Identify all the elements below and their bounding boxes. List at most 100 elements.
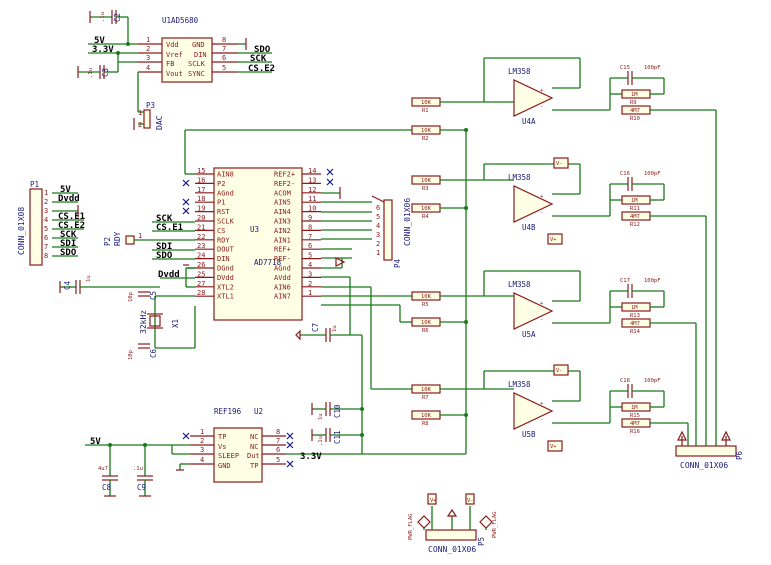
svg-text:10K: 10K <box>421 387 432 393</box>
svg-text:V+: V+ <box>550 237 557 243</box>
svg-text:X1: X1 <box>171 319 180 328</box>
svg-text:100pF: 100pF <box>644 171 661 177</box>
svg-text:FB: FB <box>166 60 174 68</box>
svg-text:SDI: SDI <box>156 242 172 252</box>
svg-text:7: 7 <box>276 437 280 445</box>
svg-text:U4A: U4A <box>522 117 536 126</box>
svg-text:CS.E2: CS.E2 <box>58 221 85 231</box>
svg-text:+: + <box>540 88 544 94</box>
svg-text:2: 2 <box>138 121 142 129</box>
svg-text:SDO: SDO <box>254 45 271 55</box>
svg-text:5: 5 <box>308 252 312 260</box>
svg-text:6: 6 <box>376 204 380 212</box>
svg-text:6: 6 <box>222 54 226 62</box>
svg-text:3: 3 <box>146 54 150 62</box>
svg-text:V+: V+ <box>430 498 437 504</box>
svg-text:R15: R15 <box>630 413 640 419</box>
svg-text:2: 2 <box>376 240 380 248</box>
svg-text:CS.E1: CS.E1 <box>58 212 85 222</box>
svg-text:24: 24 <box>197 252 205 260</box>
svg-text:C8: C8 <box>102 483 112 492</box>
opamp-3 <box>513 292 554 330</box>
svg-text:6: 6 <box>276 446 280 454</box>
svg-text:U5B: U5B <box>522 430 536 439</box>
svg-text:C16: C16 <box>620 171 630 177</box>
svg-text:3: 3 <box>376 231 380 239</box>
svg-text:7: 7 <box>308 233 312 241</box>
opamp-2 <box>513 185 554 223</box>
svg-text:GND: GND <box>192 41 205 49</box>
svg-text:LM358: LM358 <box>508 67 531 76</box>
svg-text:9: 9 <box>308 214 312 222</box>
svg-text:18: 18 <box>197 195 205 203</box>
svg-text:CONN_01X08: CONN_01X08 <box>17 207 26 255</box>
svg-text:V-: V- <box>467 498 474 504</box>
svg-text:XTL1: XTL1 <box>217 293 234 301</box>
svg-text:R13: R13 <box>630 313 640 319</box>
svg-text:DAC: DAC <box>155 115 164 130</box>
svg-text:1M: 1M <box>631 92 638 98</box>
svg-text:20: 20 <box>197 214 205 222</box>
svg-text:4M7: 4M7 <box>630 214 640 220</box>
svg-text:REF2-: REF2- <box>274 180 295 188</box>
svg-text:17: 17 <box>197 186 205 194</box>
p4-connector: P4 CONN_01X06 6 5 4 3 2 1 <box>371 195 412 268</box>
svg-text:8: 8 <box>276 428 280 436</box>
svg-text:NC: NC <box>250 433 258 441</box>
svg-text:AIN8: AIN8 <box>217 171 234 179</box>
svg-text:100pF: 100pF <box>644 378 661 384</box>
svg-text:25: 25 <box>197 270 205 278</box>
svg-text:+: + <box>540 301 544 307</box>
svg-text:-: - <box>540 210 543 216</box>
svg-text:.1u: .1u <box>133 466 143 472</box>
svg-text:4: 4 <box>146 64 150 72</box>
svg-text:6: 6 <box>44 234 48 242</box>
svg-text:15: 15 <box>197 167 205 175</box>
svg-text:P1: P1 <box>217 199 225 207</box>
svg-text:ACOM: ACOM <box>274 189 291 197</box>
svg-text:1u: 1u <box>318 413 324 420</box>
u1-ref: U1AD5680 <box>162 16 199 25</box>
svg-text:CS.E1: CS.E1 <box>156 223 183 233</box>
svg-text:R2: R2 <box>422 136 429 142</box>
svg-text:C15: C15 <box>620 65 630 71</box>
svg-text:Dvdd: Dvdd <box>158 270 180 280</box>
svg-text:32kHz: 32kHz <box>139 310 148 334</box>
svg-text:DIN: DIN <box>217 255 230 263</box>
svg-text:C5: C5 <box>149 291 158 300</box>
svg-text:REF+: REF+ <box>274 246 291 254</box>
svg-text:10p: 10p <box>128 350 134 360</box>
svg-text:RDY: RDY <box>113 231 122 246</box>
svg-text:10K: 10K <box>421 128 432 134</box>
svg-text:RDY: RDY <box>217 236 230 244</box>
svg-text:R12: R12 <box>630 222 640 228</box>
svg-text:.1u: .1u <box>100 12 106 22</box>
svg-text:AIN1: AIN1 <box>274 236 291 244</box>
svg-text:28: 28 <box>197 289 205 297</box>
svg-text:Vdd: Vdd <box>166 41 179 49</box>
svg-text:AIN3: AIN3 <box>274 218 291 226</box>
svg-text:P6: P6 <box>735 450 744 460</box>
svg-text:C10: C10 <box>333 404 342 418</box>
svg-text:C7: C7 <box>311 323 320 332</box>
svg-text:10p: 10p <box>128 292 134 302</box>
svg-text:Vs: Vs <box>218 443 226 451</box>
svg-text:SDO: SDO <box>60 248 77 258</box>
svg-text:Dut: Dut <box>247 452 260 460</box>
opamp-4 <box>513 392 554 430</box>
svg-text:AVdd: AVdd <box>274 274 291 282</box>
svg-text:8: 8 <box>222 36 226 44</box>
svg-text:1: 1 <box>138 232 142 240</box>
svg-text:P5: P5 <box>477 537 486 546</box>
svg-text:V-: V- <box>556 368 563 374</box>
u3-adc: U3 AD7718 <box>213 167 303 321</box>
svg-text:12: 12 <box>308 186 316 194</box>
svg-text:U3: U3 <box>250 225 259 234</box>
svg-text:SDO: SDO <box>156 251 173 261</box>
svg-text:-: - <box>540 417 543 423</box>
svg-text:2: 2 <box>200 437 204 445</box>
svg-text:CONN_01X06: CONN_01X06 <box>428 545 476 554</box>
svg-text:1: 1 <box>308 289 312 297</box>
svg-text:19: 19 <box>197 205 205 213</box>
svg-text:LM358: LM358 <box>508 280 531 289</box>
